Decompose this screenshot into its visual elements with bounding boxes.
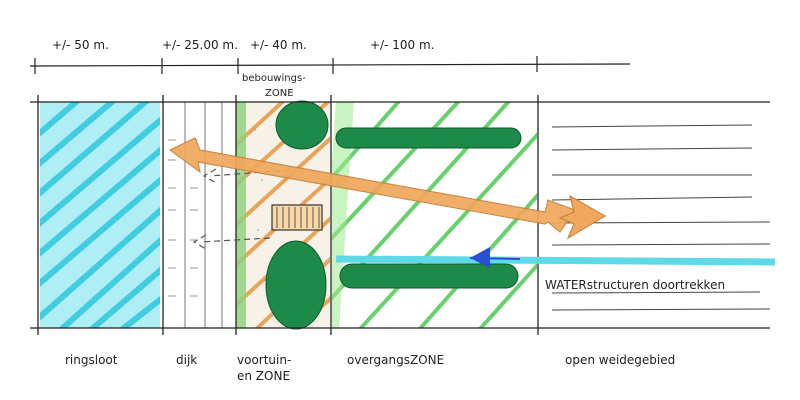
zone-label-voortuinen-2: en ZONE (237, 369, 290, 383)
measurement-voortuinen: +/- 40 m. (250, 38, 307, 52)
zone-label-voortuinen: voortuin- (237, 353, 291, 367)
tree-cluster-upper (275, 100, 329, 150)
zone-label-ringsloot: ringsloot (65, 353, 118, 367)
building-block (271, 204, 323, 231)
voortuinen-zone (236, 100, 330, 330)
measurement-axis (29, 56, 631, 74)
bebouwing-label: bebouwings- (242, 73, 306, 84)
bebouwing-label-zone: ZONE (265, 88, 294, 99)
dijk-zone (168, 102, 223, 328)
zone-label-dijk: dijk (176, 353, 197, 367)
measurement-overgang: +/- 100 m. (370, 38, 434, 52)
measurement-ringsloot: +/- 50 m. (52, 38, 109, 52)
arrow-head-right (558, 194, 607, 240)
zone-label-overgang: overgangsZONE (347, 353, 444, 367)
measurement-dijk: +/- 25.00 m. (162, 38, 238, 52)
water-structure-line (335, 247, 776, 268)
connection-arrow (168, 137, 576, 233)
hedgerow-upper (335, 127, 522, 149)
tree-cluster-lower (265, 240, 327, 330)
zone-boundaries (37, 95, 539, 335)
water-annotation: WATERstructuren doortrekken (545, 278, 725, 292)
zone-label-weide: open weidegebied (565, 353, 675, 367)
hedgerow-lower (339, 263, 519, 289)
frame-lines (30, 101, 770, 329)
ringsloot-zone (40, 102, 160, 328)
